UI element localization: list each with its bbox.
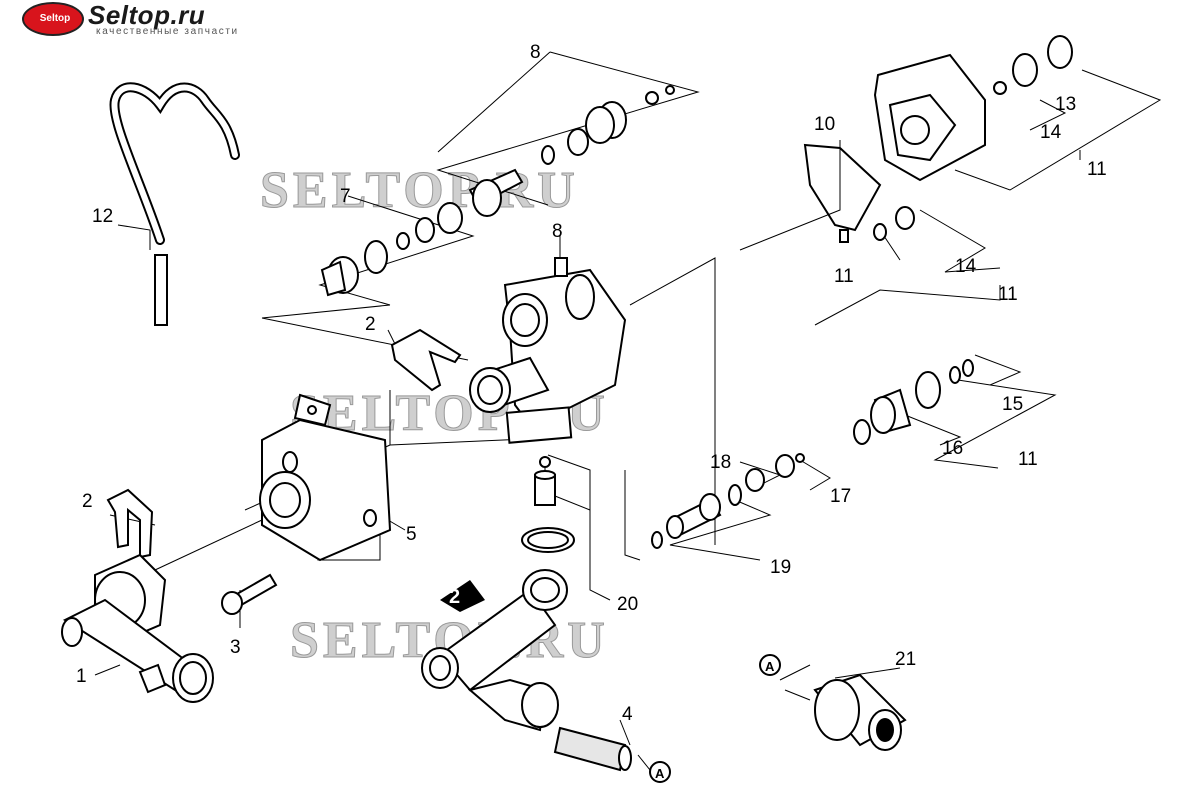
callout-4: 4	[622, 704, 633, 725]
connector-a-right-label: A	[765, 659, 775, 674]
callout-15: 15	[1002, 394, 1023, 415]
callout-1: 1	[76, 666, 87, 687]
callout-12: 12	[92, 206, 113, 227]
callout-8-top: 8	[530, 42, 541, 63]
part-8-valve-stack	[468, 85, 675, 217]
leader-lines	[94, 51, 1162, 771]
part-4-filter	[553, 726, 632, 772]
callout-11-gasket: 11	[834, 266, 854, 287]
callout-18: 18	[710, 452, 731, 473]
part-11-cylinder-head	[873, 35, 1073, 182]
callout-19: 19	[770, 557, 791, 578]
part-21-coupling	[813, 673, 907, 751]
part-20-valve	[521, 456, 575, 553]
part-outlet-pipe	[421, 569, 568, 732]
part-2-clip-bottom	[106, 488, 154, 559]
connector-a-bottom-label: A	[655, 766, 665, 781]
callout-21: 21	[895, 649, 916, 670]
logo-badge: Seltop	[22, 2, 84, 36]
callout-7: 7	[340, 186, 351, 207]
part-2-clip-top	[390, 328, 462, 392]
callout-3: 3	[230, 637, 241, 658]
logo-badge-text: Seltop	[39, 13, 71, 24]
callout-13: 13	[1055, 94, 1076, 115]
part-14-springs	[873, 206, 915, 241]
callout-11-top-right: 11	[1087, 159, 1107, 180]
view-marker-2-label: 2	[449, 586, 460, 608]
callout-11-right: 11	[1018, 449, 1038, 470]
part-7-valve	[320, 202, 463, 297]
view-marker-2: 2	[440, 580, 485, 612]
callout-14-top: 14	[1040, 122, 1062, 143]
connector-a-bottom: A	[649, 761, 671, 783]
callout-17: 17	[830, 486, 851, 507]
part-19-valve	[651, 453, 805, 549]
callout-10: 10	[814, 114, 835, 135]
callout-8-mid: 8	[552, 221, 563, 242]
seltop-logo: Seltop Seltop.ru качественные запчасти	[22, 0, 322, 40]
callout-16: 16	[942, 438, 963, 459]
callout-2-bottom: 2	[82, 491, 93, 512]
part-5-housing	[259, 393, 392, 562]
callout-20: 20	[617, 594, 638, 615]
logo-title: Seltop.ru	[88, 0, 206, 30]
callout-5: 5	[406, 524, 417, 545]
watermark-top: SELTOP.RU	[260, 162, 579, 219]
logo-subtitle: качественные запчасти	[96, 26, 239, 37]
part-1-inlet	[61, 553, 214, 703]
part-16-valve	[853, 359, 974, 445]
callout-14-mid: 14	[955, 256, 977, 277]
callout-2-top: 2	[365, 314, 376, 335]
part-12-hose	[109, 82, 240, 326]
pump-head	[469, 257, 627, 444]
callout-11-mid: 11	[998, 284, 1018, 305]
connector-a-right: A	[759, 654, 781, 676]
part-10-gasket	[803, 143, 882, 243]
callout-labels: 8 7 8 2 2 5 3 1 12 10 11 13 14 11 14 11 …	[76, 42, 1107, 725]
part-3-bolt	[221, 573, 278, 615]
